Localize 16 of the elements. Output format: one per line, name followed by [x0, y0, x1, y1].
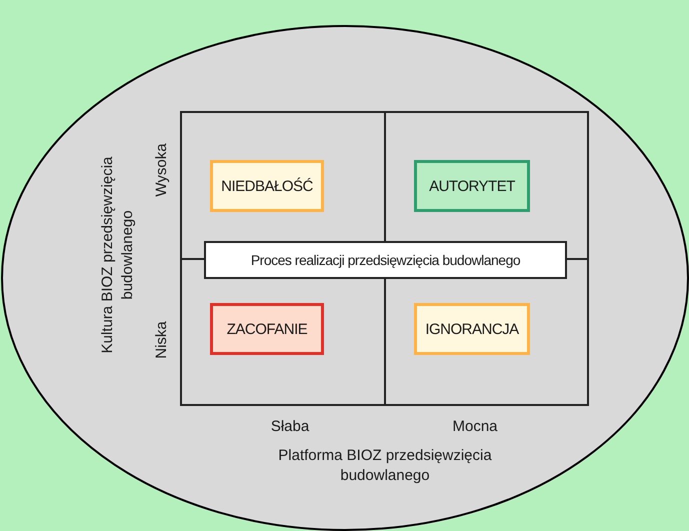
axis-tick-label: Słaba	[270, 417, 310, 437]
box-label: Proces realizacji przedsięwzięcia budowlanego	[250, 252, 520, 268]
quadrant-box	[210, 303, 324, 355]
box-label: IGNORANCJA	[425, 320, 519, 338]
axis-tick-label: Niska	[152, 320, 171, 361]
box-label: ZACOFANIE	[226, 320, 308, 338]
quadrant-box	[210, 160, 324, 212]
box-label: NIEDBAŁOŚĆ	[221, 178, 313, 194]
quadrant-box	[414, 303, 530, 355]
quadrant-box	[414, 160, 530, 212]
box-label: AUTORYTET	[429, 178, 515, 194]
axis-title: Kultura BIOZ przedsięwzięcia budowlanego	[98, 156, 137, 356]
axis-title: Platforma BIOZ przedsięwzięcia budowlanego	[277, 446, 493, 486]
process-box	[204, 241, 567, 279]
axis-tick-label: Wysoka	[152, 142, 171, 199]
axis-tick-label: Mocna	[451, 417, 499, 437]
